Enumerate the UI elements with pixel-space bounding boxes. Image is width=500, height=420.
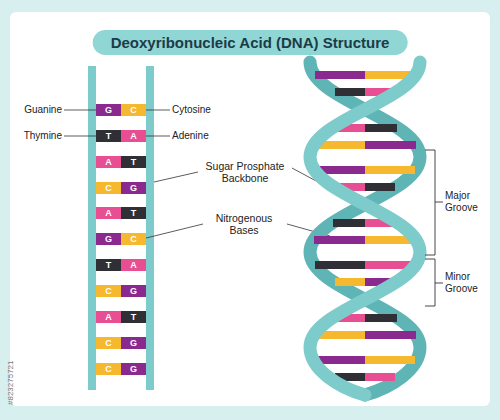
base-box: C: [96, 363, 121, 375]
base-label: Guanine: [8, 104, 62, 116]
base-letter: C: [130, 104, 137, 116]
groove-label: Major Groove: [445, 190, 493, 214]
title-pill: Deoxyribonucleic Acid (DNA) Structure: [93, 30, 408, 55]
base-letter: T: [106, 130, 112, 142]
base-label: Thymine: [8, 130, 62, 142]
base-box: G: [121, 337, 146, 349]
base-letter: A: [105, 311, 112, 323]
helix-strand: [310, 62, 420, 395]
watermark: #823275721: [5, 361, 17, 406]
groove-label: Minor Groove: [445, 271, 493, 295]
leader-lines: [64, 110, 330, 240]
base-letter: C: [105, 182, 112, 194]
base-letter: A: [130, 259, 137, 271]
base-letter: C: [130, 233, 137, 245]
base-letter: C: [105, 285, 112, 297]
base-letter: T: [131, 207, 137, 219]
base-letter: G: [130, 363, 137, 375]
base-letter: C: [105, 337, 112, 349]
base-letter: G: [130, 182, 137, 194]
base-box: C: [96, 285, 121, 297]
base-letter: G: [105, 104, 112, 116]
base-box: A: [121, 259, 146, 271]
backbone-bar: [88, 66, 96, 390]
base-box: T: [121, 207, 146, 219]
base-label: Cytosine: [172, 104, 232, 116]
part-label: Nitrogenous Bases: [200, 212, 288, 236]
base-letter: G: [130, 285, 137, 297]
base-box: C: [121, 104, 146, 116]
base-box: C: [96, 182, 121, 194]
base-letter: T: [131, 156, 137, 168]
part-label: Sugar Prosphate Backbone: [198, 160, 292, 184]
base-box: G: [121, 182, 146, 194]
base-letter: T: [131, 311, 137, 323]
base-box: G: [121, 285, 146, 297]
backbone-bar: [146, 66, 154, 390]
base-letter: A: [130, 130, 137, 142]
base-box: G: [96, 233, 121, 245]
base-box: T: [121, 311, 146, 323]
base-letter: G: [105, 233, 112, 245]
base-label: Adenine: [172, 130, 232, 142]
base-box: A: [96, 311, 121, 323]
base-box: T: [96, 259, 121, 271]
base-box: C: [121, 233, 146, 245]
groove-brackets: [425, 150, 443, 306]
base-box: A: [121, 130, 146, 142]
helix-strand: [310, 62, 420, 395]
base-box: A: [96, 207, 121, 219]
base-letter: C: [105, 363, 112, 375]
base-letter: G: [130, 337, 137, 349]
base-box: G: [121, 363, 146, 375]
base-box: C: [96, 337, 121, 349]
base-box: T: [121, 156, 146, 168]
base-box: A: [96, 156, 121, 168]
base-box: G: [96, 104, 121, 116]
base-box: T: [96, 130, 121, 142]
base-letter: A: [105, 156, 112, 168]
base-letter: A: [105, 207, 112, 219]
base-letter: T: [106, 259, 112, 271]
